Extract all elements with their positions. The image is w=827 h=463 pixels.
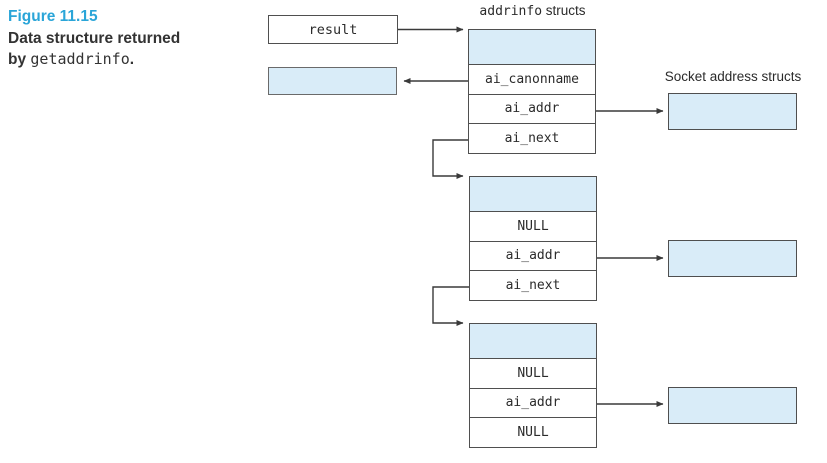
struct-2-ainext-cell: ai_next [470, 271, 596, 300]
struct-1-ainext-cell: ai_next [469, 124, 595, 153]
addrinfo-struct-3: NULL ai_addr NULL [469, 323, 597, 448]
struct-3-aiaddr-cell: ai_addr [470, 389, 596, 418]
addrinfo-struct-2: NULL ai_addr ai_next [469, 176, 597, 301]
figure-subtitle-code: getaddrinfo [30, 50, 130, 69]
struct-1-aiaddr-label: ai_addr [504, 101, 560, 117]
struct-2-null-label: NULL [517, 218, 549, 234]
struct-2-ainext-label: ai_next [505, 277, 561, 293]
socket-address-box-2 [668, 240, 797, 277]
struct-3-null-label: NULL [517, 365, 549, 381]
struct-2-header-cell [470, 177, 596, 212]
figure-subtitle: by getaddrinfo. [8, 49, 248, 71]
struct-1-aiaddr-cell: ai_addr [469, 95, 595, 124]
addrinfo-struct-1: ai_canonname ai_addr ai_next [468, 29, 596, 154]
canonname-buffer-box [268, 67, 397, 95]
struct-1-canonname-label: ai_canonname [485, 71, 579, 87]
struct-3-aiaddr-label: ai_addr [505, 395, 561, 411]
figure-caption: Figure 11.15 Data structure returned by … [8, 6, 248, 71]
struct-3-null-cell: NULL [470, 359, 596, 389]
arrow-ainext2-to-struct3 [432, 286, 469, 326]
figure-subtitle-by: by [8, 51, 31, 69]
struct-2-null-cell: NULL [470, 212, 596, 242]
struct-2-aiaddr-label: ai_addr [505, 248, 561, 264]
result-label: result [308, 21, 358, 38]
struct-3-header-cell [470, 324, 596, 359]
struct-2-aiaddr-cell: ai_addr [470, 242, 596, 271]
figure-number: Figure 11.15 [8, 8, 98, 25]
struct-1-canonname-cell: ai_canonname [469, 65, 595, 95]
arrow-ainext1-to-struct2 [432, 139, 468, 179]
figure-subtitle-period: . [129, 51, 135, 69]
struct-3-null2-label: NULL [517, 424, 549, 440]
result-box: result [268, 15, 398, 44]
socket-structs-label: Socket address structs [664, 69, 802, 84]
addrinfo-structs-label-rest: structs [542, 3, 586, 18]
struct-1-ainext-label: ai_next [504, 130, 560, 146]
socket-address-box-1 [668, 93, 797, 130]
figure-title: Data structure returned [8, 29, 181, 47]
addrinfo-structs-label-code: addrinfo [479, 4, 543, 19]
struct-1-header-cell [469, 30, 595, 65]
addrinfo-structs-label: addrinfo structs [445, 3, 620, 19]
struct-3-null2-cell: NULL [470, 418, 596, 447]
socket-address-box-3 [668, 387, 797, 424]
